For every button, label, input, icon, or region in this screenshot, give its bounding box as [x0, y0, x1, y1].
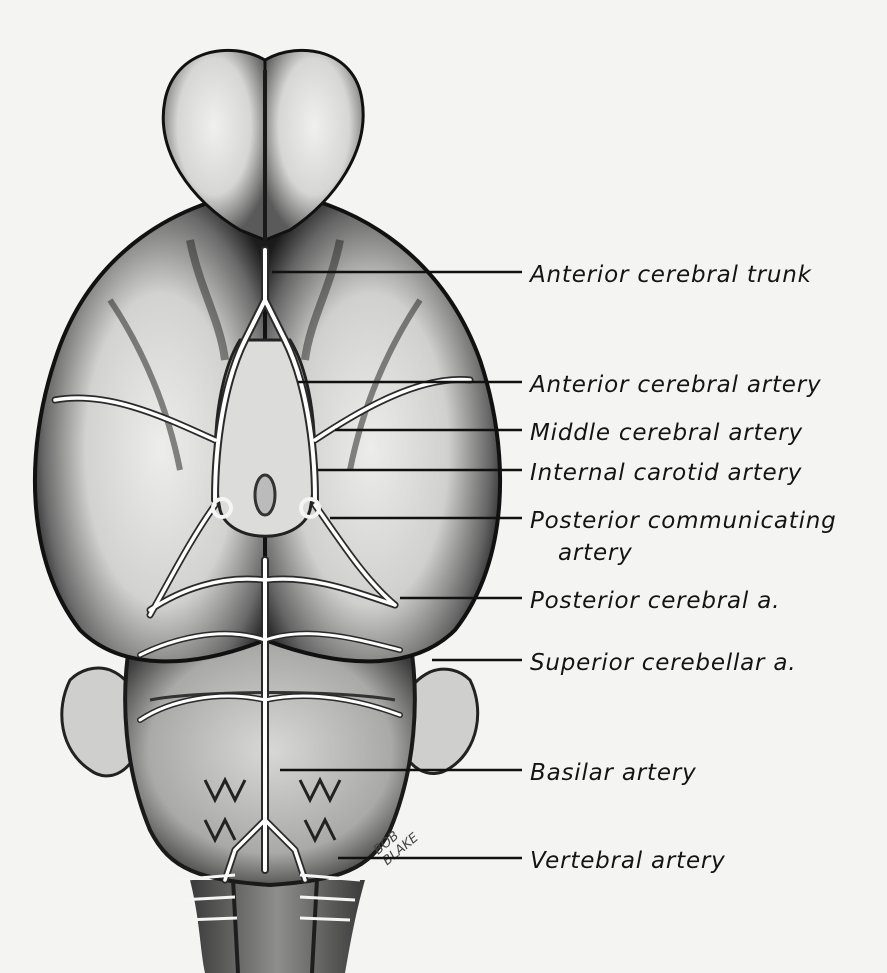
label-posterior-cerebral-a: Posterior cerebral a. — [530, 588, 780, 614]
label-posterior-communicating-artery: Posterior communicating — [530, 508, 837, 534]
labels: Anterior cerebral trunk Anterior cerebra… — [528, 262, 837, 874]
label-internal-carotid-artery: Internal carotid artery — [530, 460, 802, 486]
label-superior-cerebellar-a: Superior cerebellar a. — [530, 650, 796, 676]
label-basilar-artery: Basilar artery — [530, 760, 696, 786]
label-anterior-cerebral-trunk: Anterior cerebral trunk — [528, 262, 813, 288]
label-anterior-cerebral-artery: Anterior cerebral artery — [528, 372, 821, 398]
label-vertebral-artery: Vertebral artery — [530, 848, 726, 874]
label-posterior-communicating-artery-line2: artery — [558, 540, 633, 566]
label-middle-cerebral-artery: Middle cerebral artery — [530, 420, 803, 446]
